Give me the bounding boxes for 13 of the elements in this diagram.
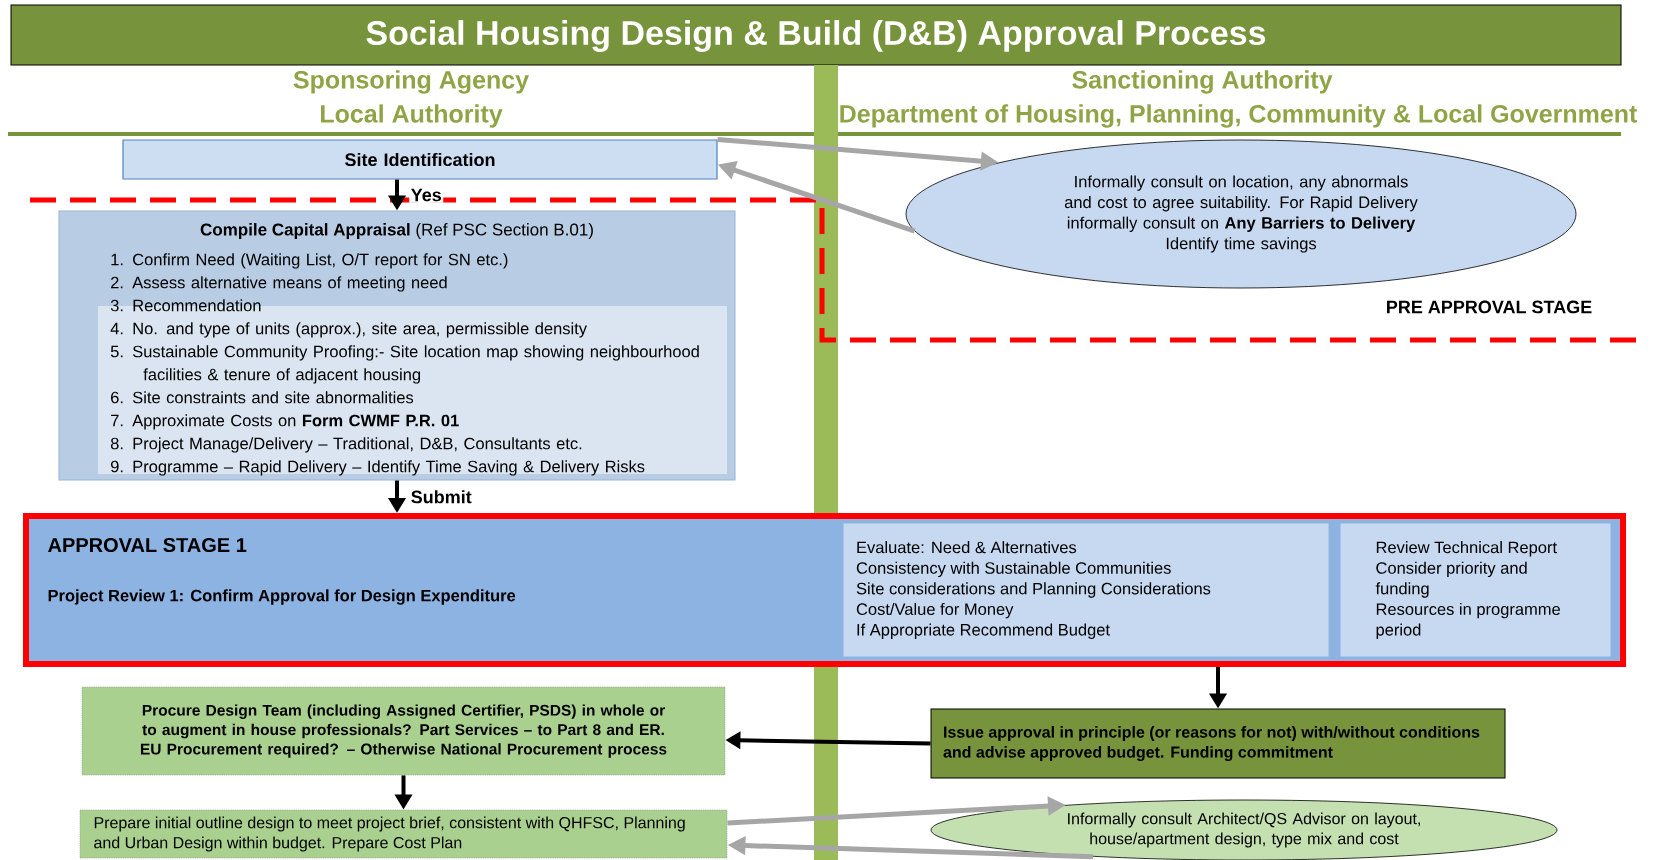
column-heading: Department of Housing, Planning, Community & Local Government [840,104,1638,128]
appraisal-box: Compile Capital Appraisal (Ref PSC Section B.01) 1. Confirm Need (Waiting List, O/T report for SN etc.) 2. Assess alternative means of meeting need 3. Recommendation 4. No. and type of units (approx.), site area, permissible density 5. Sustainable Community Proofing:- Site location map showing neighbourhood facilities & tenure of adjacent housing 6. Site constraints and site abnormalities 7. Approximate Costs on Form CWMF P.R. 01 8. Project Manage/Delivery – Traditional, D&B, Consultants etc. 9. Programme – Rapid Delivery – Identify Time Saving & Delivery Risks [58,210,736,481]
title-bar: Social Housing Design & Build (D&B) Approval Process [10,4,1622,66]
process-box: Site Identification [122,139,718,180]
column-heading: Sanctioning Authority [1072,70,1333,94]
process-box: Procure Design Team (including Assigned Certifier, PSDS) in whole or to augment in house professionals? Part Services – to Part 8 and ER. EU Procurement required? – Otherwise National Procurement process [81,686,726,776]
edge-label: Submit [409,488,474,505]
edge-label: Yes [409,187,444,203]
process-box: Prepare initial outline design to meet project brief, consistent with QHFSC, Planning and Urban Design within budget. Prepare Cost Plan [79,809,728,859]
criteria-panel: Evaluate: Need & Alternatives Consistency with Sustainable Communities Site considerations and Planning Considerations Cost/Value for Money If Appropriate Recommend Budget [840,520,1332,660]
decision-box: Issue approval in principle (or reasons for not) with/without conditions and advise approved budget. Funding commitment [930,708,1506,779]
column-heading: Sponsoring Agency [293,70,529,94]
criteria-panel: Review Technical Report Consider priority and funding Resources in programme period [1337,520,1614,660]
